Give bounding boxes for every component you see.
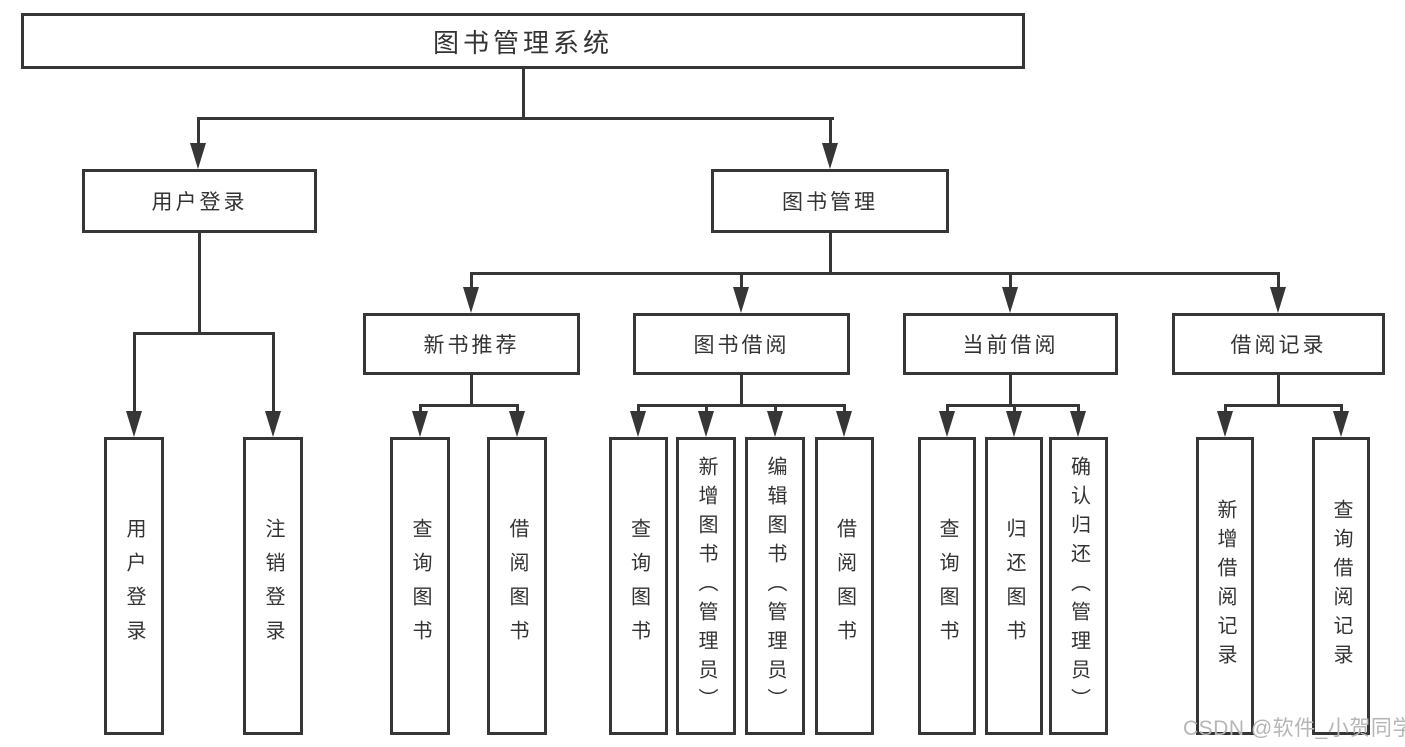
node-root-library-management-system: 图书管理系统 <box>21 13 1025 69</box>
arrowhead-down-icon <box>509 411 525 437</box>
arrowhead-down-icon <box>1270 287 1286 313</box>
connector-recommend-stem <box>470 375 473 407</box>
leaf-confirm-return-admin: 确认归还（管理员） <box>1049 437 1108 735</box>
connector-recommend-branch <box>419 404 519 407</box>
connector-borrowing-branch <box>637 404 845 407</box>
arrowhead-down-icon <box>630 411 646 437</box>
arrowhead-down-icon <box>126 411 142 437</box>
arrowhead-down-icon <box>1006 411 1022 437</box>
arrowhead-down-icon <box>822 143 838 169</box>
arrowhead-down-icon <box>1002 287 1018 313</box>
connector-arrow-stem <box>516 404 519 416</box>
leaf-return-books: 归还图书 <box>985 437 1043 735</box>
connector-arrow-stem <box>1013 404 1016 416</box>
connector-arrow-stem <box>843 404 846 416</box>
leaf-borrow-books-borrowing: 借阅图书 <box>815 437 874 735</box>
connector-arrow-stem <box>946 404 949 416</box>
node-borrowing-records: 借阅记录 <box>1172 313 1385 375</box>
arrowhead-down-icon <box>265 411 281 437</box>
connector-root-branch <box>197 117 834 120</box>
connector-arrow-stem <box>740 272 743 290</box>
arrowhead-down-icon <box>190 143 206 169</box>
arrowhead-down-icon <box>1333 411 1349 437</box>
leaf-add-books-admin: 新增图书（管理员） <box>676 437 736 735</box>
leaf-label: 确认归还（管理员） <box>1067 455 1090 717</box>
connector-records-stem <box>1277 375 1280 407</box>
arrowhead-down-icon <box>698 411 714 437</box>
leaf-query-books-current: 查询图书 <box>918 437 976 735</box>
node-label: 当前借阅 <box>962 334 1059 357</box>
connector-arrow-stem <box>133 332 136 414</box>
connector-arrow-stem <box>705 404 708 416</box>
node-label: 借阅记录 <box>1230 334 1327 357</box>
leaf-label: 编辑图书（管理员） <box>764 455 786 717</box>
arrowhead-down-icon <box>1217 411 1233 437</box>
connector-arrow-stem <box>774 404 777 416</box>
arrowhead-down-icon <box>733 287 749 313</box>
connector-arrow-stem <box>637 404 640 416</box>
leaf-edit-books-admin: 编辑图书（管理员） <box>745 437 805 735</box>
arrowhead-down-icon <box>463 287 479 313</box>
leaf-add-borrow-record: 新增借阅记录 <box>1196 437 1254 735</box>
connector-current-stem <box>1009 375 1012 407</box>
connector-arrow-stem <box>1009 272 1012 290</box>
arrowhead-down-icon <box>836 411 852 437</box>
node-label: 图书管理系统 <box>432 27 613 58</box>
leaf-label: 新增图书（管理员） <box>695 455 717 717</box>
node-label: 图书管理 <box>782 191 878 214</box>
node-current-borrowing: 当前借阅 <box>903 313 1118 375</box>
node-book-management: 图书管理 <box>711 169 949 233</box>
connector-user-login-stem <box>198 233 201 335</box>
arrowhead-down-icon <box>412 411 428 437</box>
connector-arrow-stem <box>419 404 422 416</box>
connector-arrow-stem <box>197 117 200 147</box>
arrowhead-down-icon <box>939 411 955 437</box>
leaf-query-books-recommend: 查询图书 <box>390 437 450 735</box>
connector-records-branch <box>1224 404 1342 407</box>
leaf-label: 用户登录 <box>123 518 145 654</box>
leaf-label: 新增借阅记录 <box>1214 499 1236 673</box>
leaf-label: 查询借阅记录 <box>1330 499 1352 673</box>
connector-root-stem <box>522 66 525 120</box>
node-book-borrowing: 图书借阅 <box>633 313 850 375</box>
node-new-book-recommendation: 新书推荐 <box>363 313 580 375</box>
node-user-login: 用户登录 <box>82 169 317 233</box>
node-label: 新书推荐 <box>423 334 520 357</box>
leaf-query-borrow-record: 查询借阅记录 <box>1312 437 1370 735</box>
node-label: 用户登录 <box>151 191 248 214</box>
leaf-query-books-borrowing: 查询图书 <box>609 437 668 735</box>
leaf-label: 注销登录 <box>262 518 284 654</box>
leaf-label: 查询图书 <box>936 518 958 654</box>
arrowhead-down-icon <box>1070 411 1086 437</box>
connector-book-mgmt-branch <box>470 272 1280 275</box>
connector-arrow-stem <box>1277 272 1280 290</box>
connector-borrowing-stem <box>740 375 743 407</box>
connector-user-login-branch <box>133 332 275 335</box>
connector-book-mgmt-stem <box>829 233 832 275</box>
leaf-label: 借阅图书 <box>833 518 856 654</box>
connector-arrow-stem <box>1077 404 1080 416</box>
connector-arrow-stem <box>1224 404 1227 416</box>
node-label: 图书借阅 <box>693 334 790 357</box>
arrowhead-down-icon <box>767 411 783 437</box>
leaf-label: 查询图书 <box>627 518 650 654</box>
leaf-logout: 注销登录 <box>243 437 303 735</box>
leaf-user-login: 用户登录 <box>104 437 164 735</box>
connector-arrow-stem <box>1340 404 1343 416</box>
leaf-label: 查询图书 <box>409 518 431 654</box>
connector-arrow-stem <box>470 272 473 290</box>
leaf-label: 归还图书 <box>1003 518 1025 654</box>
csdn-watermark: CSDN @软件_小贺同学 <box>1183 717 1405 740</box>
connector-arrow-stem <box>272 332 275 414</box>
leaf-label: 借阅图书 <box>506 518 528 654</box>
connector-arrow-stem <box>829 117 832 147</box>
leaf-borrow-books-recommend: 借阅图书 <box>487 437 547 735</box>
